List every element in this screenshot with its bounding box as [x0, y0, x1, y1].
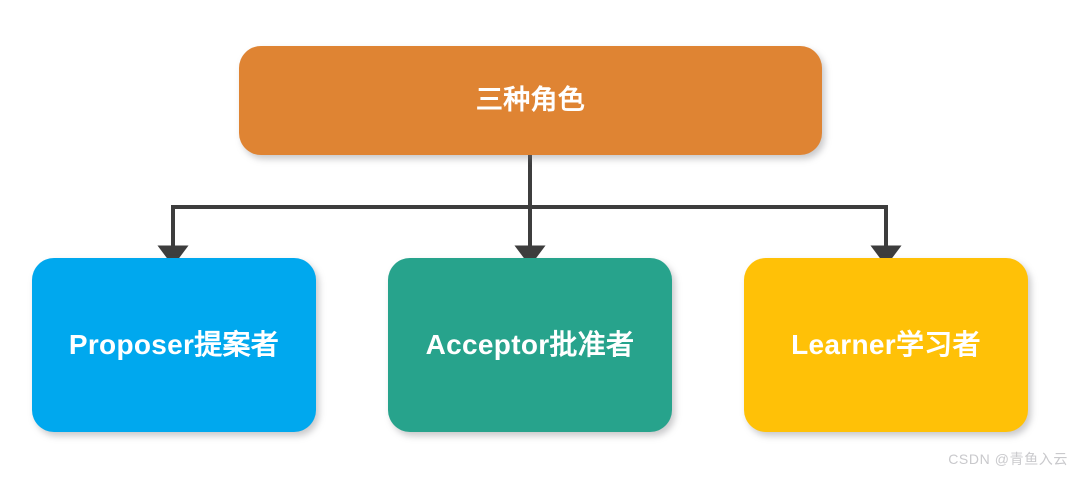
node-root-three-roles[interactable]: 三种角色	[239, 46, 822, 155]
node-proposer-label: Proposer提案者	[68, 328, 280, 360]
watermark-text: CSDN @青鱼入云	[948, 451, 1068, 467]
node-learner[interactable]: Learner学习者	[744, 258, 1028, 432]
node-root-label: 三种角色	[475, 84, 586, 115]
node-acceptor-label: Acceptor批准者	[425, 328, 635, 360]
node-learner-label: Learner学习者	[791, 328, 981, 360]
node-acceptor[interactable]: Acceptor批准者	[388, 258, 672, 432]
node-proposer[interactable]: Proposer提案者	[32, 258, 316, 432]
